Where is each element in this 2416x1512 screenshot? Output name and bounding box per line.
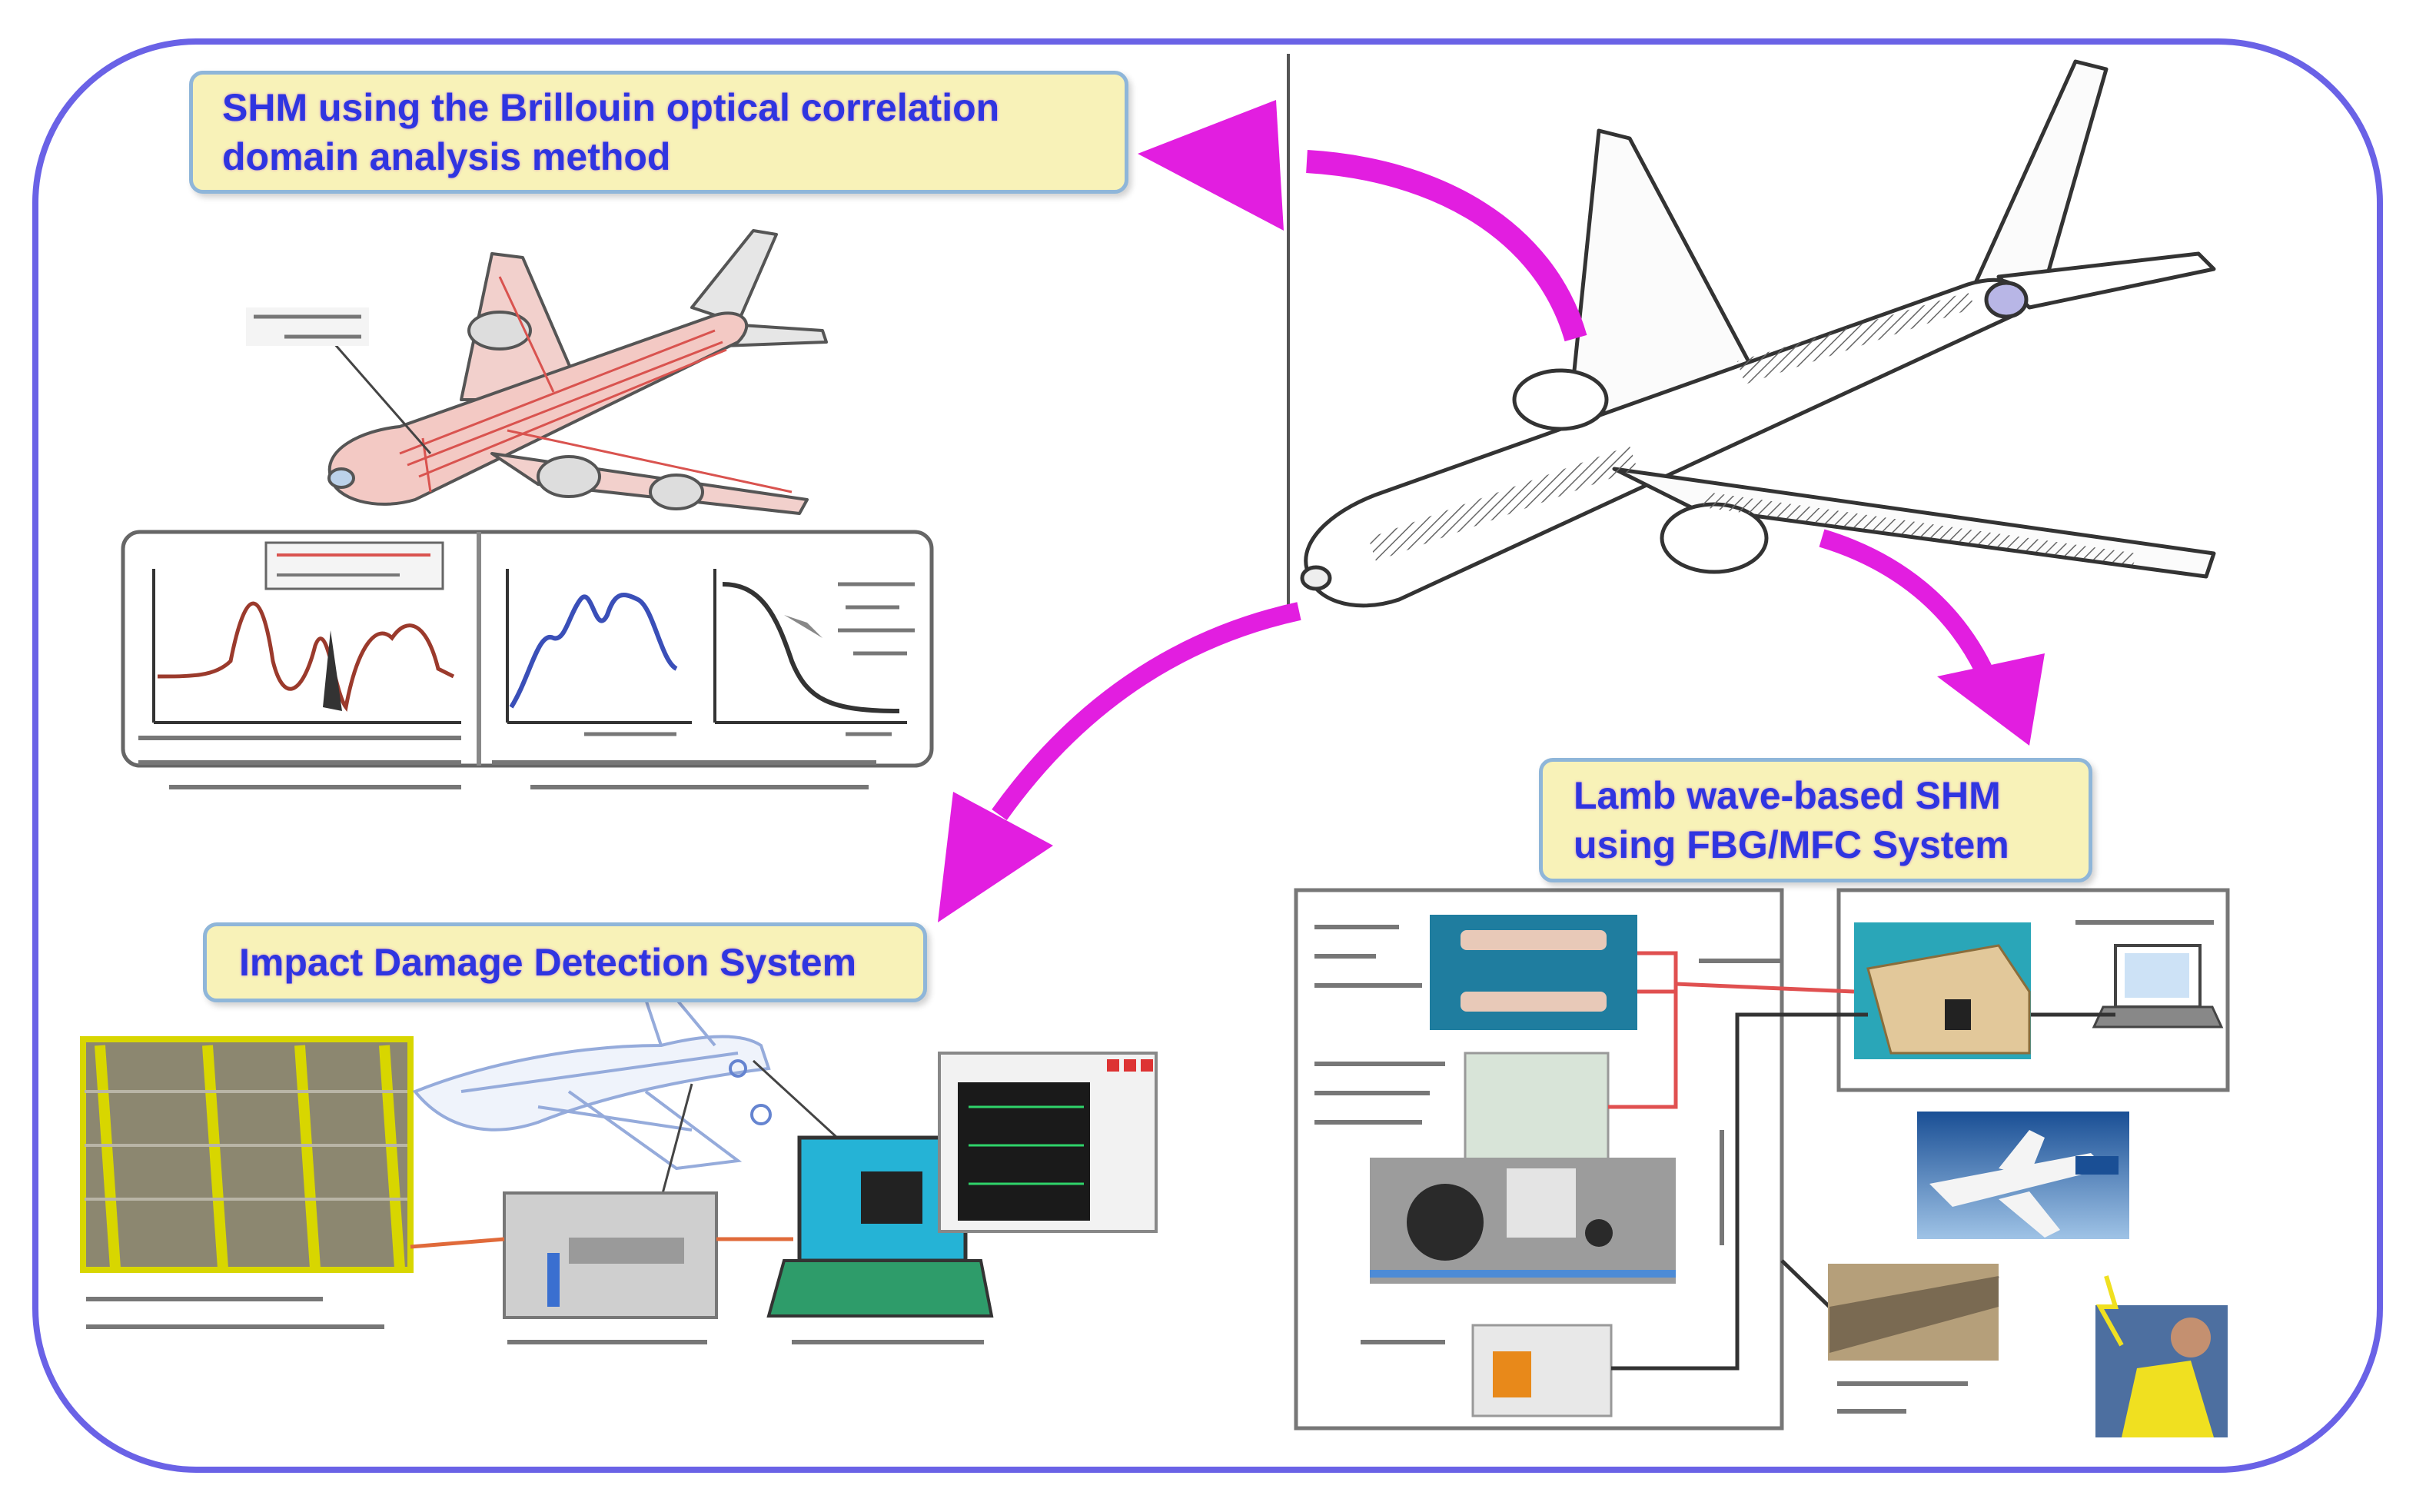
brillouin-charts-panel (121, 530, 934, 768)
title-brillouin-text: SHM using the Brillouin optical correlat… (222, 86, 1000, 178)
title-brillouin-method: SHM using the Brillouin optical correlat… (189, 71, 1128, 194)
arrow-to-impact (992, 602, 1301, 820)
composite-structure-photo (80, 1036, 414, 1273)
impact-captions (86, 1297, 984, 1344)
airplane-flight-photo (1917, 1112, 2129, 1239)
brillouin-chart-3 (713, 569, 915, 736)
chart-divider-inner (477, 532, 481, 766)
lamb-laptop-icon (2092, 944, 2224, 1028)
arrow-head-brillouin (1138, 100, 1284, 231)
sensor-module-photo (1471, 1324, 1613, 1417)
impact-connector-lines (660, 1059, 847, 1200)
mfc-actuator-photo (1464, 1052, 1610, 1162)
lamb-captions (1314, 920, 2214, 1414)
airplane-brillouin-icon (327, 229, 828, 515)
lamb-cables-red (1608, 951, 1855, 1109)
processing-device-icon (503, 1191, 718, 1319)
fiber-callout-label (246, 307, 369, 346)
arrow-head-impact (938, 792, 1053, 922)
cockpit-operator-photo (2095, 1275, 2228, 1437)
title-impact-text: Impact Damage Detection System (239, 941, 857, 984)
brillouin-chart-captions (492, 760, 876, 789)
fiber-callout-line (321, 330, 432, 454)
chart-1-inset (264, 541, 444, 590)
arrow-to-lamb (1819, 529, 1992, 673)
outer-frame (32, 38, 2383, 1473)
xray-airplane-icon (412, 998, 772, 1171)
wing-detail-photo (1828, 1264, 1999, 1361)
title-lamb-text: Lamb wave-based SHM using FBG/MFC System (1574, 774, 2009, 866)
arrow-to-brillouin (1306, 150, 1587, 342)
optical-fiber-lines (399, 276, 793, 493)
brillouin-chart-2 (506, 569, 692, 736)
title-impact-damage: Impact Damage Detection System (203, 922, 927, 1002)
airplane-main-icon (1300, 59, 2216, 608)
test-structure-photo (1370, 1158, 1676, 1284)
fbg-sensor-photo (1430, 915, 1637, 1030)
oscilloscope-icon (938, 1052, 1158, 1233)
brillouin-chart-1 (138, 541, 461, 789)
fbg-interrogator-photo (1854, 922, 2031, 1059)
title-lamb-wave-shm: Lamb wave-based SHM using FBG/MFC System (1539, 758, 2092, 882)
arrow-head-lamb (1937, 653, 2045, 746)
cable-composite-to-device (410, 1237, 505, 1249)
